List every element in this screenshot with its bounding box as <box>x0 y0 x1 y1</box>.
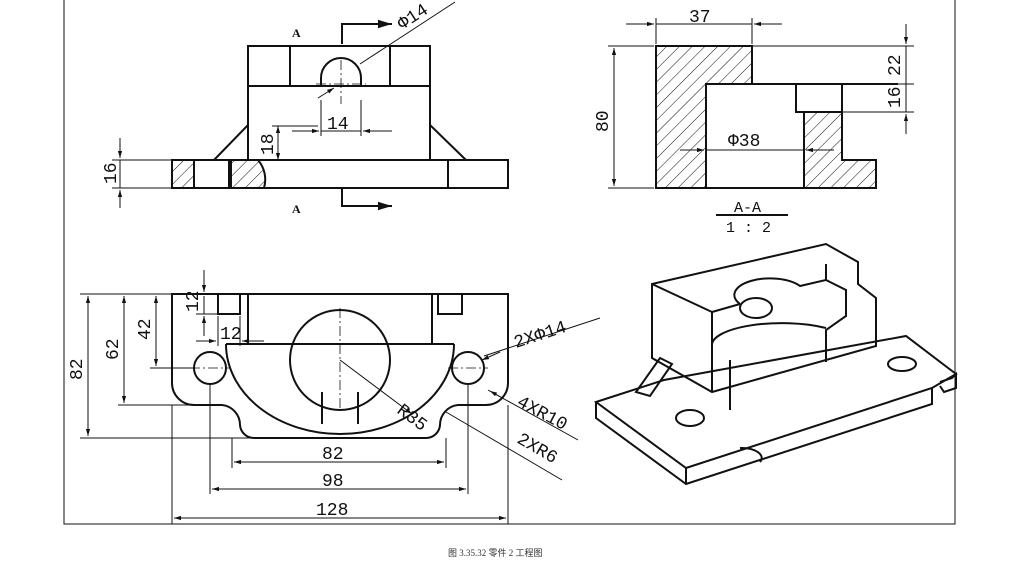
section-title: A-A <box>734 200 761 217</box>
dim-hole-width: 14 <box>327 115 349 135</box>
dim-12-horizontal: 12 <box>220 325 242 345</box>
dim-base-height: 16 <box>102 162 122 184</box>
section-scale: 1 : 2 <box>726 220 771 237</box>
dim-holes: 2XΦ14 <box>512 318 570 354</box>
front-view: A A Φ14 14 18 16 <box>102 1 509 216</box>
dim-42: 42 <box>136 318 156 340</box>
dim-r6: 2XR6 <box>513 430 560 469</box>
dim-hole-diameter: Φ14 <box>394 1 432 35</box>
dim-overall-depth: 82 <box>68 358 88 380</box>
isometric-view <box>593 242 958 486</box>
dim-82-horizontal: 82 <box>322 445 344 465</box>
section-mark-bottom: A <box>292 202 301 216</box>
dim-section-width: 37 <box>689 8 711 28</box>
section-view: 37 22 16 80 Φ38 A-A 1 : 2 <box>594 8 914 237</box>
dim-step: 16 <box>886 86 906 108</box>
dim-128: 128 <box>316 501 348 521</box>
dim-62: 62 <box>104 338 124 360</box>
dim-98: 98 <box>322 472 344 492</box>
dim-12-vertical: 12 <box>184 290 204 312</box>
figure-caption: 图 3.35.32 零件 2 工程图 <box>448 547 543 558</box>
dim-fillets: 4XR10 <box>513 393 570 436</box>
dim-boss-height: 18 <box>259 133 279 155</box>
section-mark-top: A <box>292 26 301 40</box>
drawing-frame <box>63 0 956 525</box>
dim-section-height: 80 <box>594 110 614 132</box>
dim-bore-diameter: Φ38 <box>728 132 760 152</box>
dim-r35: R35 <box>392 401 430 436</box>
dim-top-offset: 22 <box>886 54 906 76</box>
top-view: 82 62 42 12 12 2XΦ14 R35 4XR10 2XR6 <box>68 270 601 524</box>
